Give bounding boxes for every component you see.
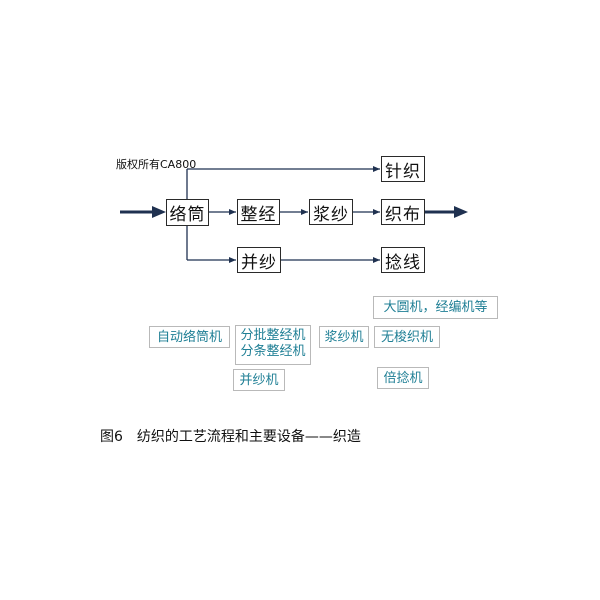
equip-sizing-machine: 浆纱机 <box>319 326 369 348</box>
step-sizing: 浆纱 <box>309 199 353 225</box>
step-warping: 整经 <box>237 199 280 225</box>
step-weaving: 织布 <box>381 199 425 225</box>
input-arrow <box>120 206 166 218</box>
equip-warping-sectional: 分条整经机 <box>240 344 306 359</box>
equip-auto-winder: 自动络筒机 <box>149 326 230 348</box>
equip-shuttleless-loom: 无梭织机 <box>374 326 440 348</box>
step-doubling: 并纱 <box>237 247 281 273</box>
figure-caption: 图6 纺织的工艺流程和主要设备——织造 <box>100 429 361 445</box>
copyright-label: 版权所有CA800 <box>116 158 197 171</box>
equip-warping-machines: 分批整经机 分条整经机 <box>235 325 311 365</box>
equip-twisting-machine: 倍捻机 <box>377 367 429 389</box>
equip-doubling-machine: 并纱机 <box>233 369 285 391</box>
step-winding: 络筒 <box>166 199 209 226</box>
output-arrow <box>425 206 468 218</box>
equip-knitting-machines: 大圆机，经编机等 <box>373 296 498 319</box>
equip-warping-batch: 分批整经机 <box>240 328 306 343</box>
step-knitting: 针织 <box>381 156 425 182</box>
step-twisting: 捻线 <box>381 247 425 273</box>
